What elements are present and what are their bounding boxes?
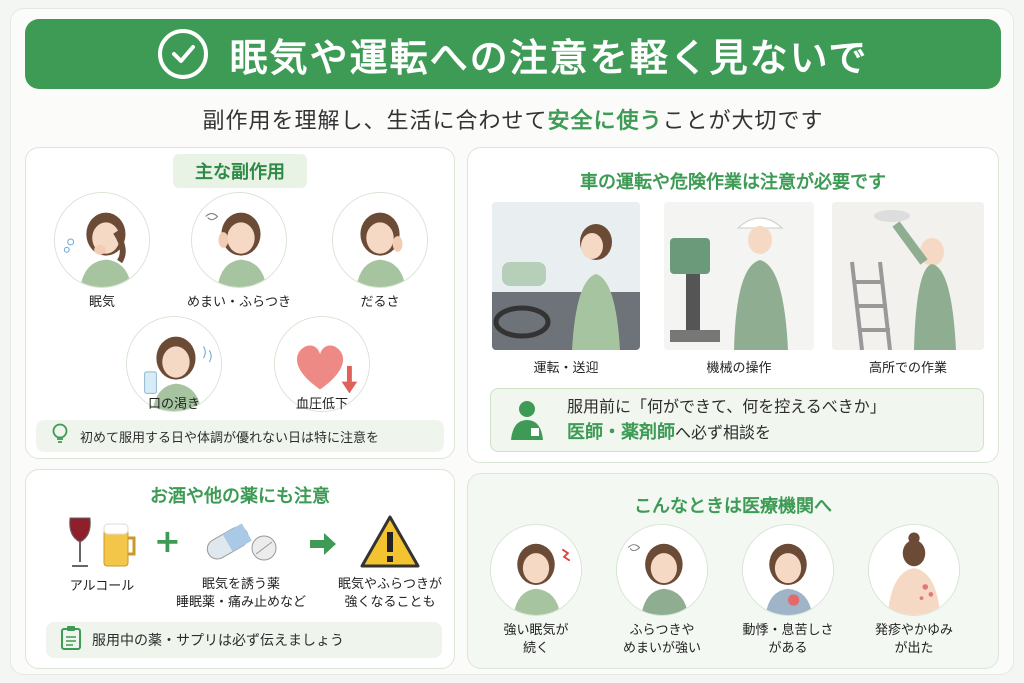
- strong-drowsiness-illustration: [490, 524, 582, 616]
- drug-label: 眠気を誘う薬 睡眠薬・痛み止めなど: [176, 576, 306, 612]
- clinic-label-palpitation-l2: がある: [768, 641, 808, 656]
- clinic-label-drowsiness: 強い眠気が 続く: [484, 622, 588, 658]
- check-icon: [157, 29, 208, 79]
- machine-operation-illustration: [664, 202, 814, 350]
- side-effects-tip: 初めて服用する日や体調が優れない日は特に注意を: [36, 420, 444, 452]
- alcohol-tip: 服用中の薬・サプリは必ず伝えましょう: [46, 622, 442, 658]
- clinic-label-rash-l1: 発疹やかゆみ: [874, 623, 953, 638]
- side-effects-panel: 主な副作用 眠気 めまい・ふらつき だるさ 口の渇き 血圧低下 初めて服用する日…: [25, 147, 455, 459]
- strong-dizziness-illustration: [616, 524, 708, 616]
- plus-sign: +: [154, 522, 181, 560]
- side-effect-label-dizziness: めまい・ふらつき: [186, 295, 291, 310]
- side-effect-label-drowsiness: 眠気: [88, 295, 115, 310]
- arrow-right-icon: [308, 532, 338, 560]
- pill-icon: [202, 518, 282, 568]
- palpitation-illustration: [742, 524, 834, 616]
- clipboard-icon: [60, 625, 82, 655]
- clinic-label-dizziness-l2: めまいが強い: [622, 641, 701, 656]
- alcohol-panel: お酒や他の薬にも注意 アルコール + 眠気を誘う薬 睡眠薬・痛み止めなど 眠気や…: [25, 469, 455, 669]
- sleepy-woman-illustration: [54, 192, 150, 288]
- page-title: 眠気や運転への注意を軽く見ないで: [229, 35, 869, 80]
- warning-icon: [360, 514, 420, 570]
- clinic-title: こんなときは医療機関へ: [634, 496, 832, 517]
- clinic-label-dizziness-l1: ふらつきや: [629, 623, 695, 638]
- result-label-line1: 眠気やふらつきが: [337, 577, 442, 592]
- clinic-label-drowsiness-l1: 強い眠気が: [503, 623, 569, 638]
- lightbulb-icon: [50, 423, 70, 449]
- subtitle: 副作用を理解し、生活に合わせて安全に使うことが大切です: [11, 103, 1015, 135]
- clinic-panel: こんなときは医療機関へ 強い眠気が 続く ふらつきや めまいが強い 動悸・息苦し…: [467, 473, 999, 669]
- wine-beer-icon: [62, 514, 142, 570]
- rash-illustration: [868, 524, 960, 616]
- doctor-icon: [505, 396, 549, 444]
- dry-mouth-illustration: [126, 316, 222, 412]
- driving-title: 車の運転や危険作業は注意が必要です: [580, 172, 886, 193]
- clinic-label-palpitation-l1: 動悸・息苦しさ: [742, 623, 834, 638]
- drug-label-line1: 眠気を誘う薬: [201, 577, 280, 592]
- clinic-label-palpitation: 動悸・息苦しさ がある: [730, 622, 846, 658]
- side-effect-label-fatigue: だるさ: [360, 295, 400, 310]
- consult-post: へ必ず相談を: [675, 423, 772, 442]
- machine-operation-label: 機械の操作: [706, 361, 772, 376]
- clinic-label-drowsiness-l2: 続く: [522, 641, 549, 656]
- high-place-work-illustration: [832, 202, 984, 350]
- high-place-work-label: 高所での作業: [868, 361, 947, 376]
- driving-panel: 車の運転や危険作業は注意が必要です 運転・送迎 機械の操作 高所での作業 服用前…: [467, 147, 999, 463]
- alcohol-label: アルコール: [69, 579, 135, 594]
- side-effects-tip-text: 初めて服用する日や体調が優れない日は特に注意を: [80, 430, 380, 446]
- side-effect-label-dry-mouth: 口の渇き: [147, 397, 200, 412]
- clinic-label-dizziness: ふらつきや めまいが強い: [606, 622, 718, 658]
- subtitle-highlight: 安全に使う: [547, 109, 663, 134]
- consult-box: 服用前に「何ができて、何を控えるべきか」 医師・薬剤師へ必ず相談を: [490, 388, 984, 452]
- side-effects-title: 主な副作用: [173, 154, 307, 188]
- consult-line1: 服用前に「何ができて、何を控えるべきか」: [567, 397, 886, 416]
- low-blood-pressure-heart-icon: [274, 316, 370, 412]
- alcohol-tip-text: 服用中の薬・サプリは必ず伝えましょう: [92, 633, 344, 649]
- driving-label: 運転・送迎: [533, 361, 599, 376]
- consult-line2: 医師・薬剤師へ必ず相談を: [567, 420, 886, 446]
- clinic-label-rash: 発疹やかゆみ が出た: [858, 622, 970, 658]
- consult-text: 服用前に「何ができて、何を控えるべきか」 医師・薬剤師へ必ず相談を: [567, 394, 886, 446]
- tired-woman-illustration: [332, 192, 428, 288]
- side-effect-label-low-blood-pressure: 血圧低下: [295, 397, 348, 412]
- title-banner: 眠気や運転への注意を軽く見ないで: [25, 19, 1001, 89]
- dizzy-woman-illustration: [191, 192, 287, 288]
- consult-highlight: 医師・薬剤師: [567, 422, 675, 443]
- result-label-line2: 強くなることも: [344, 595, 436, 610]
- drug-label-line2: 睡眠薬・痛み止めなど: [176, 595, 307, 610]
- subtitle-text-end: ことが大切です: [662, 109, 824, 134]
- poster: 眠気や運転への注意を軽く見ないで 副作用を理解し、生活に合わせて安全に使うことが…: [10, 8, 1014, 675]
- clinic-label-rash-l2: が出た: [894, 641, 934, 656]
- subtitle-text: 副作用を理解し、生活に合わせて: [202, 109, 548, 134]
- result-label: 眠気やふらつきが 強くなることも: [326, 576, 454, 612]
- alcohol-title: お酒や他の薬にも注意: [150, 486, 330, 507]
- driving-car-illustration: [492, 202, 640, 350]
